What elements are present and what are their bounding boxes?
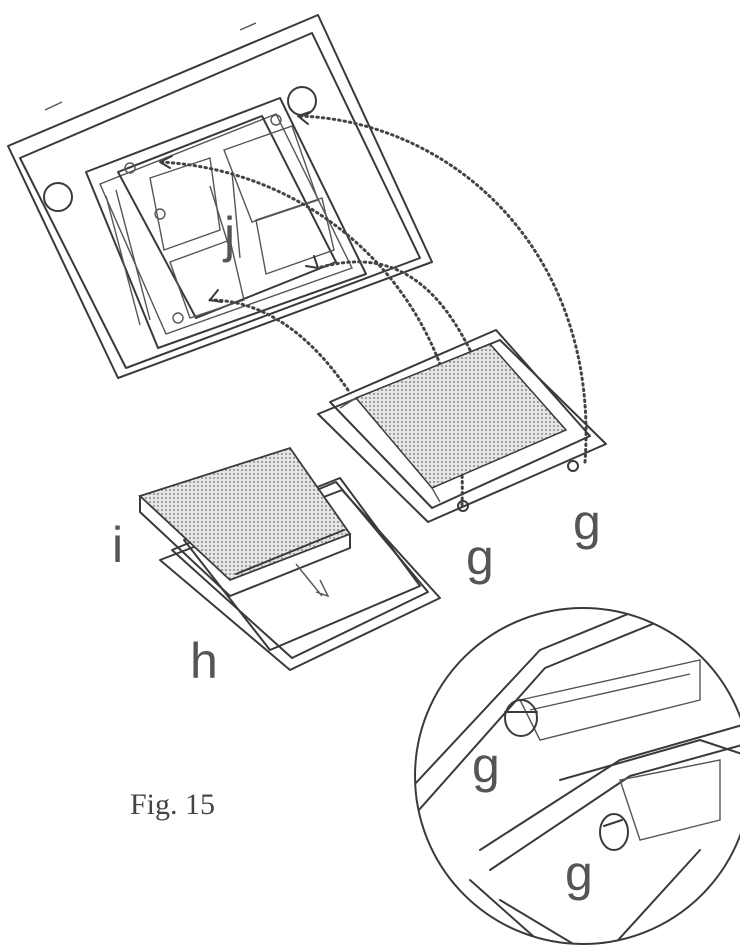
filter-assembly-left bbox=[138, 446, 441, 671]
label-h: h bbox=[190, 633, 218, 689]
figure-caption: Fig. 15 bbox=[130, 788, 216, 821]
hood-round-opening-left bbox=[43, 182, 73, 212]
grease-filter-right bbox=[317, 329, 607, 523]
label-g-detail-bottom: g bbox=[565, 845, 593, 901]
hood-round-opening-right bbox=[287, 86, 317, 116]
pin-g-right bbox=[567, 460, 579, 472]
detail-pin-top bbox=[504, 699, 538, 737]
path-left bbox=[208, 298, 350, 392]
path-inner bbox=[316, 260, 472, 352]
path-far-right bbox=[296, 114, 588, 464]
label-g-detail-top: g bbox=[472, 737, 500, 793]
label-g-right: g bbox=[573, 494, 601, 550]
detail-pin-bottom bbox=[599, 813, 629, 851]
label-j: j bbox=[224, 207, 236, 263]
label-i: i bbox=[112, 517, 124, 573]
label-g-center: g bbox=[466, 529, 494, 585]
pin-g-center bbox=[457, 500, 469, 512]
hood-housing bbox=[7, 14, 433, 379]
